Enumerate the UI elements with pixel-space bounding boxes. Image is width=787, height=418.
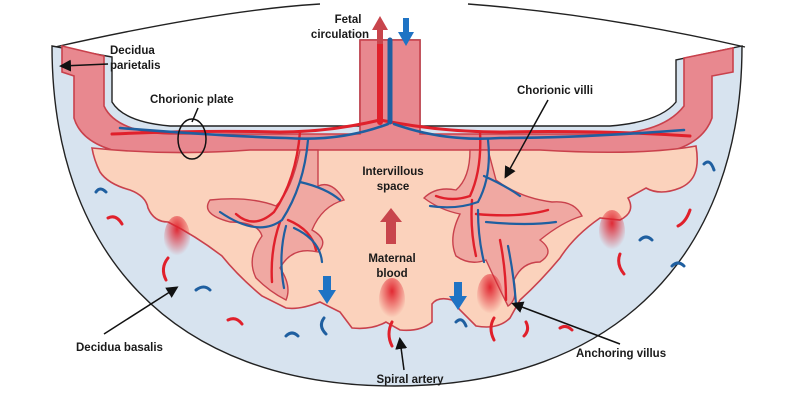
left-villus-vein <box>218 138 342 290</box>
stem-1 <box>161 256 170 282</box>
left-villus-artery <box>234 130 318 284</box>
pointer-spiral-artery <box>395 337 408 371</box>
spiral-artery-jets <box>164 210 625 322</box>
plate-vein-left <box>118 122 390 141</box>
maternal-blood-up-arrow <box>380 208 402 244</box>
fetal-veins <box>118 37 686 306</box>
pointer-anchoring-villus <box>511 301 621 345</box>
label-intervillous-space-2: space <box>377 181 410 193</box>
label-anchoring-villus: Anchoring villus <box>576 348 666 360</box>
frag-red-3 <box>676 208 692 228</box>
right-villus-tree <box>422 149 583 307</box>
right-villus-artery <box>434 130 550 302</box>
jet-1 <box>164 216 190 260</box>
pointer-decidua-parietalis <box>59 59 109 72</box>
frag-blue-2 <box>194 285 212 292</box>
jet-4 <box>599 210 625 254</box>
frag-blue-3 <box>284 331 300 338</box>
blue-down-arrow-left <box>318 276 336 304</box>
stem-3 <box>489 316 496 342</box>
label-chorionic-villi: Chorionic villi <box>517 85 593 97</box>
frag-red-4 <box>558 324 574 332</box>
fetal-circulation-arrows <box>372 16 414 46</box>
pointer-chorionic-villi <box>504 99 549 179</box>
uterine-wall-outline <box>54 3 746 48</box>
label-fetal-circulation-2: circulation <box>311 29 369 41</box>
pointer-lines <box>59 59 621 371</box>
jet-2 <box>379 278 405 322</box>
label-spiral-artery: Spiral artery <box>376 374 444 386</box>
frag-blue-1 <box>94 187 108 194</box>
stem-2 <box>387 320 394 348</box>
label-intervillous-space-1: Intervillous <box>362 166 423 178</box>
jet-3 <box>477 274 503 318</box>
frag-blue-6 <box>670 261 686 268</box>
plate-vein-right <box>392 122 686 141</box>
frag-blue-5 <box>638 235 654 242</box>
label-decidua-parietalis-2: parietalis <box>110 60 161 72</box>
label-maternal-blood-2: blood <box>376 268 407 280</box>
frag-blue-4 <box>319 316 328 336</box>
label-chorionic-plate: Chorionic plate <box>150 94 234 106</box>
blue-down-arrow <box>398 18 414 46</box>
frag-blue-7 <box>702 160 716 172</box>
right-villus-vein <box>428 138 558 306</box>
label-maternal-blood-1: Maternal <box>368 253 415 265</box>
frag-red-5 <box>522 320 530 338</box>
blue-down-arrow-right <box>449 282 467 310</box>
label-decidua-parietalis-1: Decidua <box>110 45 155 57</box>
chorionic-plate-ellipse <box>177 118 207 160</box>
label-fetal-circulation-1: Fetal <box>335 14 362 26</box>
pointer-decidua-basalis <box>103 286 179 335</box>
frag-red-1 <box>106 215 124 226</box>
frag-blue-8 <box>454 318 468 328</box>
stem-4 <box>617 252 626 276</box>
label-decidua-basalis: Decidua basalis <box>76 342 163 354</box>
frag-red-2 <box>226 317 244 326</box>
decidual-vessel-fragments <box>94 160 716 348</box>
red-up-arrow <box>372 16 388 44</box>
